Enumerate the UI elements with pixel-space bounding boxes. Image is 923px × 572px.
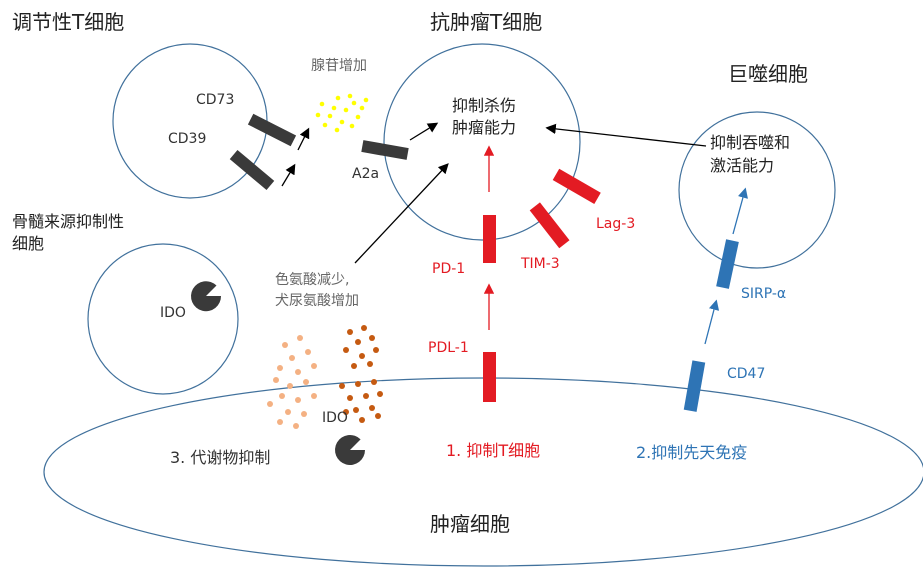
cd73-label: CD73 [196,92,235,108]
cd47-receptor [683,360,706,412]
macrophage-effect-line2: 激活能力 [710,156,775,175]
macrophage-effect-line1: 抑制吞噬和 [710,133,791,152]
adenosine-label: 腺苷增加 [311,58,367,74]
tcell-effect-line1: 抑制杀伤 [452,96,517,115]
pdl1-receptor [483,352,496,402]
a2a-label: A2a [352,166,380,182]
a2a-receptor [361,140,409,160]
antitumor-tcell-outline [383,43,581,241]
macrophage-cell-outline [678,111,836,269]
mechanism-3-label: 3. 代谢物抑制 [170,448,271,467]
arrow-cd47-to-sirpa [704,299,720,345]
pd1-label: PD-1 [432,261,466,277]
tryptophan-label-line2: 犬尿氨酸增加 [275,293,359,309]
cd47-label: CD47 [727,366,766,382]
mdsc-cell-outline [87,243,239,395]
ido-tumor-label: IDO [322,410,348,426]
arrow-cd73-to-adenosine [297,127,310,151]
tryptophan-label-line1: 色氨酸减少, [275,272,350,288]
sirpa-receptor [716,239,739,289]
treg-cell-outline [112,43,268,199]
tcell-effect-line2: 肿瘤能力 [452,118,517,137]
cd39-label: CD39 [168,131,207,147]
tim3-label: TIM-3 [521,256,560,272]
ido-mdsc-shape [191,281,222,312]
cd73-receptor [247,113,297,147]
mechanism-1-label: 1. 抑制T细胞 [446,441,541,460]
arrow-macrophage-to-effect [545,123,707,147]
kynurenine-dots [339,325,383,423]
ido-mdsc-label: IDO [160,305,186,321]
pdl1-label: PDL-1 [428,340,469,356]
tumor-cell-outline [43,377,923,567]
lag3-label: Lag-3 [596,216,636,232]
adenosine-dots [315,93,369,133]
tumor-cell-label: 肿瘤细胞 [430,512,510,536]
macrophage-label: 巨噬细胞 [728,62,808,86]
ido-tumor-shape [335,435,365,466]
arrow-sirpa-to-effect [732,187,748,235]
tim3-receptor [529,202,570,249]
arrow-metabolites-to-effect [354,163,449,264]
arrow-a2a-to-effect [409,122,439,141]
mdsc-label-line2: 细胞 [12,234,45,253]
antitumor-tcell-title: 抗肿瘤T细胞 [430,10,543,34]
treg-cell-label: 调节性T细胞 [12,10,125,34]
sirpa-label: SIRP-α [741,286,787,302]
lag3-receptor [552,168,601,205]
mechanism-2-label: 2.抑制先天免疫 [636,443,748,462]
tryptophan-dots [267,335,317,429]
cd39-receptor [229,149,275,191]
arrow-cd39-to-adenosine [281,163,296,187]
pd1-receptor [483,215,496,263]
mdsc-label-line1: 骨髓来源抑制性 [12,212,125,231]
